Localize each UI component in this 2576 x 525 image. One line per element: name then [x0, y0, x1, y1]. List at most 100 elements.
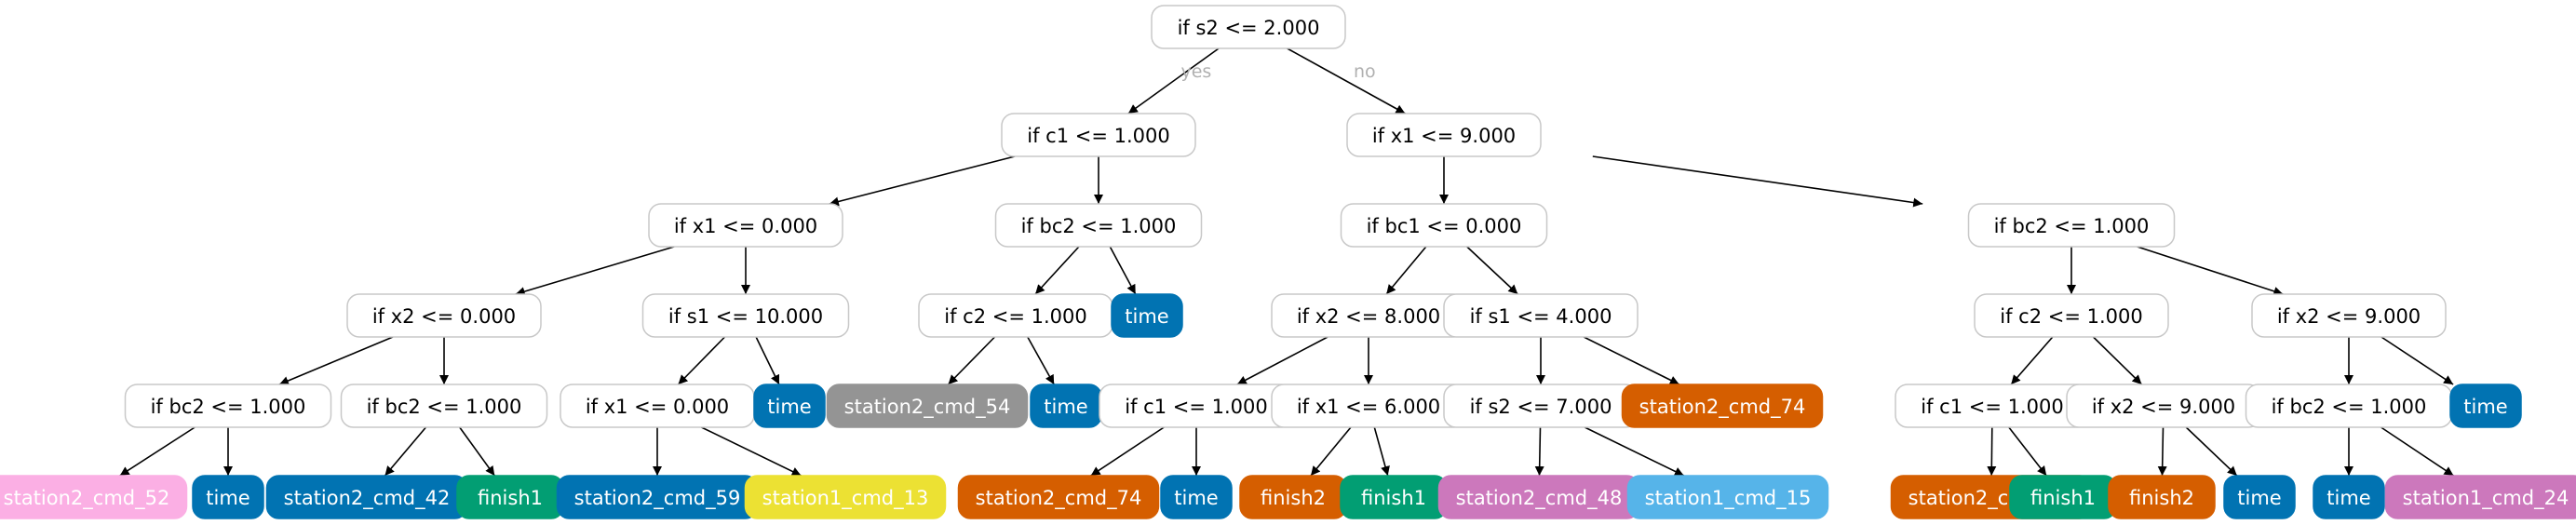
node-label: if x2 <= 8.000	[1297, 305, 1440, 328]
node-label: if bc2 <= 1.000	[1994, 215, 2150, 237]
node-box	[1151, 5, 1346, 49]
split-node-if-x1-6-000: if x1 <= 6.000	[1271, 384, 1466, 428]
split-node-if-x1-9-000: if x1 <= 9.000	[1346, 113, 1542, 157]
node-label: time	[2326, 487, 2370, 509]
leaf-node-station1-cmd-13: station1_cmd_13	[744, 475, 947, 519]
edge-n8-n18	[755, 336, 780, 385]
node-box	[1111, 293, 1183, 338]
edge-arrow	[1373, 426, 1390, 477]
node-label: station1_cmd_15	[1645, 487, 1812, 510]
leaf-node-finish2: finish2	[1239, 475, 1347, 519]
node-label: if x2 <= 9.000	[2092, 396, 2235, 418]
edge-arrow	[1034, 246, 1080, 295]
node-label: if c1 <= 1.000	[1125, 396, 1267, 418]
node-label: station2_cmd_54	[844, 396, 1011, 419]
node-label: station2_cmd_48	[1456, 487, 1623, 510]
node-box	[1001, 113, 1196, 157]
split-node-if-bc2-1-000: if bc2 <= 1.000	[1967, 203, 2176, 248]
edge-arrow	[2008, 426, 2047, 477]
edge-n9-n19	[947, 336, 996, 385]
node-label: station2_cmd_52	[4, 487, 170, 510]
edge-n6-n14	[2137, 246, 2284, 296]
split-node-if-c1-1-000: if c1 <= 1.000	[1895, 384, 2090, 428]
node-label: if s1 <= 10.000	[668, 305, 823, 328]
node-box	[2384, 475, 2576, 519]
edge-arrow	[1287, 47, 1406, 114]
node-box	[124, 384, 332, 428]
node-box	[753, 384, 826, 428]
edge-n21-n35	[1090, 426, 1165, 477]
edge-n4-n10	[1109, 246, 1137, 295]
node-box	[192, 475, 264, 519]
split-node-if-bc2-1-000: if bc2 <= 1.000	[994, 203, 1203, 248]
edge-arrow	[1027, 336, 1055, 385]
edge-arrow	[2157, 426, 2167, 477]
node-box	[641, 293, 850, 338]
split-node-if-s1-10-000: if s1 <= 10.000	[641, 293, 850, 338]
edge-arrow	[701, 426, 802, 477]
leaf-node-station2-cmd-54: station2_cmd_54	[826, 384, 1029, 428]
leaf-node-time: time	[1111, 293, 1183, 338]
edge-n2-n6	[1592, 155, 1923, 208]
node-label: if s2 <= 2.000	[1178, 17, 1320, 39]
edge-n27-n46	[2380, 426, 2454, 477]
edge-arrow	[1592, 155, 1923, 208]
node-box	[826, 384, 1029, 428]
split-node-if-c1-1-000: if c1 <= 1.000	[1001, 113, 1196, 157]
node-label: if bc2 <= 1.000	[1021, 215, 1177, 237]
node-label: station2_cmd_42	[284, 487, 451, 510]
node-label: time	[206, 487, 250, 509]
node-label: if c2 <= 1.000	[944, 305, 1086, 328]
edge-arrow	[278, 336, 394, 385]
edge-arrow	[384, 426, 427, 477]
edge-n16-n31	[384, 426, 427, 477]
split-node-if-c2-1-000: if c2 <= 1.000	[1974, 293, 2169, 338]
split-node-if-x2-0-000: if x2 <= 0.000	[346, 293, 542, 338]
edge-n0-n1: yes	[1127, 47, 1220, 114]
leaf-node-station2-cmd-48: station2_cmd_48	[1437, 475, 1640, 519]
leaf-node-station1-cmd-24: station1_cmd_24	[2384, 475, 2576, 519]
edge-n22-n38	[1373, 426, 1390, 477]
edge-n1-n3	[829, 155, 1016, 207]
edge-arrow	[677, 336, 726, 385]
node-box	[340, 384, 548, 428]
edge-arrow	[2185, 426, 2238, 477]
edge-n5-n12	[1466, 246, 1518, 295]
node-label: finish2	[2129, 487, 2194, 509]
edge-arrow	[459, 426, 495, 477]
edge-n14-n28	[2380, 336, 2454, 385]
edge-arrow	[2137, 246, 2284, 296]
node-box	[1340, 203, 1548, 248]
node-label: if x1 <= 9.000	[1372, 125, 1516, 147]
node-label: time	[1044, 396, 1087, 418]
split-node-if-bc2-1-000: if bc2 <= 1.000	[2245, 384, 2453, 428]
node-label: if c1 <= 1.000	[1027, 125, 1169, 147]
edge-arrow	[755, 336, 780, 385]
edge-n8-n17	[677, 336, 726, 385]
edge-arrow	[1310, 426, 1352, 477]
split-node-if-c1-1-000: if c1 <= 1.000	[1099, 384, 1294, 428]
edge-arrow	[2380, 336, 2454, 385]
edge-n26-n43	[2157, 426, 2167, 477]
edge-n3-n7	[515, 246, 675, 296]
edge-n17-n34	[701, 426, 802, 477]
leaf-node-time: time	[753, 384, 826, 428]
node-label: if s2 <= 7.000	[1470, 396, 1612, 418]
leaf-node-station2-cmd-42: station2_cmd_42	[265, 475, 468, 519]
leaf-node-finish1: finish1	[2009, 475, 2117, 519]
node-label: time	[2463, 396, 2507, 418]
node-box	[0, 475, 188, 519]
leaf-node-time: time	[2223, 475, 2296, 519]
node-box	[957, 475, 1160, 519]
edge-arrow	[829, 155, 1016, 207]
edge-n25-n41	[1987, 426, 1997, 477]
node-label: if c1 <= 1.000	[1921, 396, 2063, 418]
edge-n25-n42	[2008, 426, 2047, 477]
split-node-if-bc2-1-000: if bc2 <= 1.000	[124, 384, 332, 428]
edge-arrow	[1385, 246, 1427, 295]
edge-arrow	[947, 336, 996, 385]
split-node-if-bc2-1-000: if bc2 <= 1.000	[340, 384, 548, 428]
node-label: finish1	[478, 487, 543, 509]
